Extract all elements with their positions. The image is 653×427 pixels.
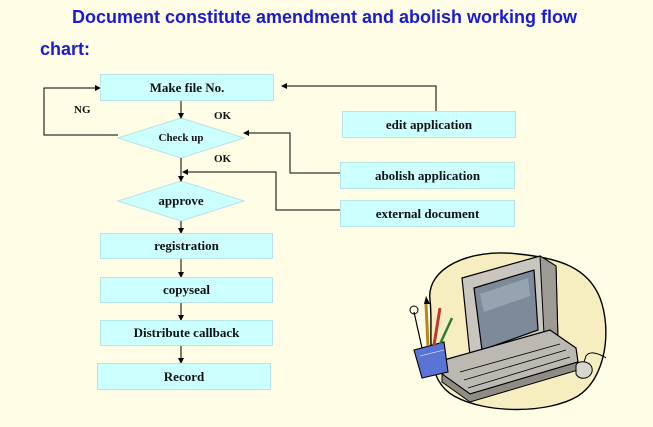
copyseal-box: copyseal [100, 277, 273, 303]
make-file-box: Make file No. [100, 74, 274, 101]
ok-label-1: OK [214, 110, 232, 122]
mouse [575, 361, 593, 379]
registration-box: registration [100, 233, 273, 259]
edit-application-box: edit application [342, 111, 516, 138]
chart-title-line-1: Document constitute amendment and abolis… [72, 7, 578, 27]
computer-with-pencil-cup-icon [409, 252, 607, 411]
external-to-approve-arrow [182, 169, 340, 211]
record-box: Record [97, 363, 271, 390]
external-document-box: external document [340, 200, 515, 227]
check-up-label: Check up [158, 132, 204, 144]
ng-label: NG [74, 104, 91, 116]
screen-highlight [480, 278, 530, 312]
ng-loop-arrow [43, 85, 118, 136]
ok-label-2: OK [214, 153, 232, 165]
pencil-cup [413, 341, 449, 379]
chart-title-line-2: chart: [40, 39, 91, 59]
distribute-callback-box: Distribute callback [100, 320, 273, 346]
abolish-to-check-arrow [243, 130, 340, 174]
approve-label: approve [158, 193, 204, 208]
edit-to-make-file-arrow [281, 83, 437, 111]
abolish-application-box: abolish application [340, 162, 515, 189]
